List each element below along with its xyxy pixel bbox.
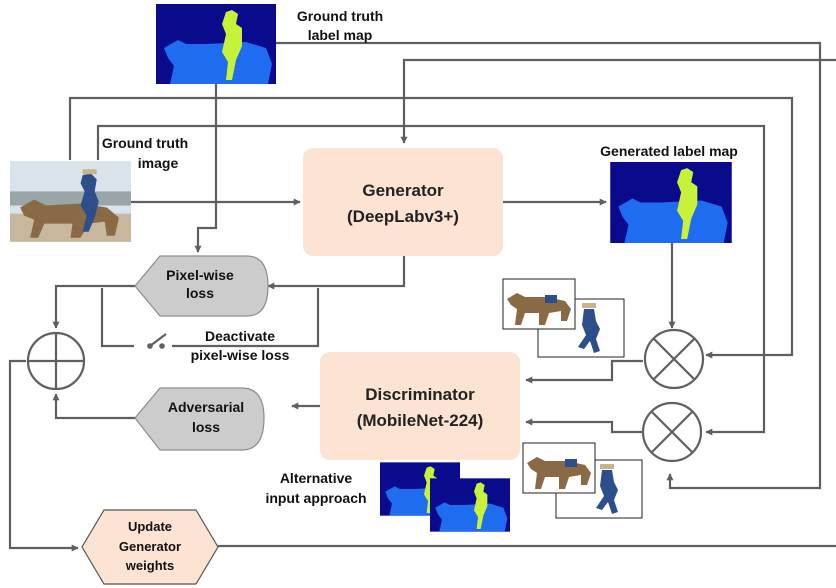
discriminator-subtitle: (MobileNet-224) xyxy=(357,411,484,430)
sum-node-icon xyxy=(26,331,86,391)
masked-input-pair-1 xyxy=(502,278,625,358)
update-weights-box: Update Generator weights xyxy=(81,509,219,585)
generator-title: Generator xyxy=(362,181,444,200)
alternative-label-1: Alternative xyxy=(280,470,353,486)
pixel-loss-label-1: Pixel-wise xyxy=(166,267,234,283)
gt-image-photo xyxy=(10,161,131,242)
alternative-label-2: input approach xyxy=(265,490,366,506)
pixel-wise-loss-box: Pixel-wise loss xyxy=(134,255,269,317)
masked-input-pair-2 xyxy=(522,442,643,519)
gt-image-label-1: Ground truth xyxy=(102,135,188,151)
gt-label-map-image xyxy=(156,4,276,84)
alternative-input-pair xyxy=(380,462,510,532)
deactivate-label-2: pixel-wise loss xyxy=(191,347,290,363)
gt-labelmap-to-lower-multiply-line xyxy=(276,41,822,490)
pixel-loss-label-2: loss xyxy=(186,285,214,301)
multiply-to-discriminator-arrow-2 xyxy=(525,418,643,434)
generator-subtitle: (DeepLabv3+) xyxy=(347,207,459,226)
switch-icon xyxy=(147,333,167,349)
gt-image-label-2: image xyxy=(138,155,179,171)
adversarial-to-sum-arrow xyxy=(52,393,135,420)
pixel-loss-to-sum-arrow xyxy=(52,284,135,329)
discriminator-title: Discriminator xyxy=(365,385,475,404)
update-label-2: Generator xyxy=(119,539,181,554)
multiply-node-icon-upper xyxy=(643,328,705,390)
adversarial-loss-label-1: Adversarial xyxy=(168,399,244,415)
discriminator-box: Discriminator (MobileNet-224) xyxy=(320,352,520,460)
generator-to-pixel-loss-arrow xyxy=(267,256,406,290)
deactivate-label-1: Deactivate xyxy=(205,328,275,344)
sum-to-update-arrow xyxy=(8,359,79,552)
adversarial-loss-box: Adversarial loss xyxy=(134,387,265,451)
multiply-node-icon-lower xyxy=(641,401,703,463)
multiply-to-discriminator-arrow-1 xyxy=(525,359,643,384)
gt-label-map-label-1: Ground truth xyxy=(297,8,383,24)
generator-box: Generator (DeepLabv3+) xyxy=(303,148,503,256)
gt-image-to-lower-multiply-line xyxy=(96,124,766,436)
update-label-3: weights xyxy=(125,558,174,573)
gt-label-map-label-2: label map xyxy=(308,27,373,43)
adversarial-loss-label-2: loss xyxy=(192,419,220,435)
generated-label-map-label: Generated label map xyxy=(600,143,738,159)
update-label-1: Update xyxy=(128,519,172,534)
switch-left-line xyxy=(100,288,134,348)
top-loop-to-generator-line xyxy=(400,58,836,144)
generated-label-map-image xyxy=(610,162,732,243)
gt-labelmap-to-pixel-loss-arrow xyxy=(194,84,218,253)
switch-right-line xyxy=(172,288,320,348)
